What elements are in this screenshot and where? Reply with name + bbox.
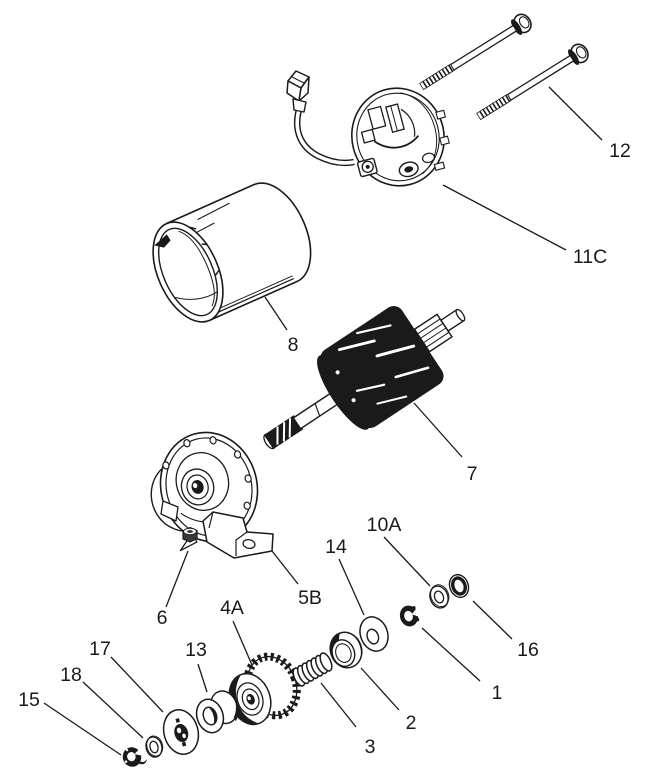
thru-bolts-illustration xyxy=(419,13,589,121)
callout-label-1: 1 xyxy=(492,682,503,704)
leader-7 xyxy=(413,402,463,458)
callout-labels: 12 11C 8 7 5B 6 4A 14 10A 16 1 2 3 13 17… xyxy=(18,140,631,758)
leader-18 xyxy=(82,681,144,739)
callout-label-17: 17 xyxy=(89,638,111,660)
leader-1 xyxy=(421,627,481,682)
leader-15 xyxy=(43,702,122,756)
callout-label-16: 16 xyxy=(517,639,539,661)
callout-label-18: 18 xyxy=(60,664,82,686)
washer-18-illustration xyxy=(145,735,164,758)
leader-3 xyxy=(320,682,357,728)
callout-label-2: 2 xyxy=(406,712,417,734)
leader-10a xyxy=(383,536,431,587)
frame-cylinder-illustration xyxy=(152,182,312,323)
leader-8 xyxy=(264,296,288,331)
callout-label-10a: 10A xyxy=(367,514,402,536)
callout-label-8: 8 xyxy=(288,334,299,356)
washer-14-illustration xyxy=(359,616,389,652)
leader-13 xyxy=(197,663,208,693)
leader-lines xyxy=(43,86,603,756)
armature-illustration xyxy=(263,306,466,450)
spacer-13-illustration xyxy=(195,690,239,734)
e-clip-15-illustration xyxy=(122,744,147,767)
snap-ring-1-illustration xyxy=(399,603,426,627)
leader-12 xyxy=(548,86,603,141)
callout-label-3: 3 xyxy=(365,736,376,758)
callout-label-5b: 5B xyxy=(298,587,322,609)
callout-label-4a: 4A xyxy=(220,597,244,619)
leader-17 xyxy=(110,656,164,713)
callout-label-13: 13 xyxy=(185,639,207,661)
leader-2 xyxy=(360,667,400,711)
end-cap-assembly-illustration xyxy=(286,70,450,187)
washer-10a-illustration xyxy=(429,584,450,609)
callout-label-14: 14 xyxy=(325,536,347,558)
spring-illustration xyxy=(292,652,333,687)
ring-16-illustration xyxy=(448,573,470,599)
nut-illustration xyxy=(182,526,198,543)
leader-11c xyxy=(442,184,567,251)
leader-14 xyxy=(338,558,365,616)
leader-6 xyxy=(165,550,189,608)
callout-label-15: 15 xyxy=(18,689,40,711)
callout-label-7: 7 xyxy=(467,463,478,485)
leader-4a xyxy=(232,620,253,666)
callout-label-11c: 11C xyxy=(573,246,607,268)
leader-5b xyxy=(271,550,299,585)
callout-label-12: 12 xyxy=(609,140,631,162)
drive-end-housing-illustration xyxy=(150,431,274,559)
leader-16 xyxy=(472,600,513,640)
washer-17-illustration xyxy=(162,709,200,755)
drive-collar-illustration xyxy=(329,631,363,669)
callout-label-6: 6 xyxy=(157,607,168,629)
